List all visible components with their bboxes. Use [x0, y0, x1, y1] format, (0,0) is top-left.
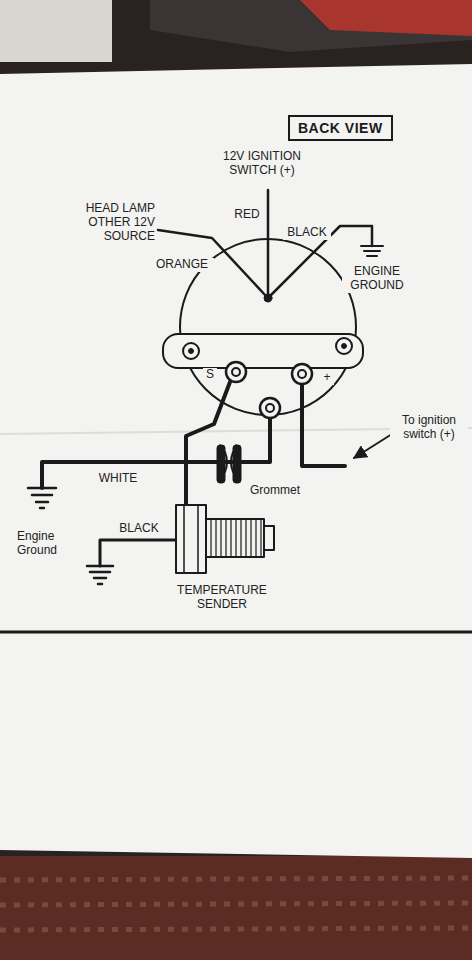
ground-terminal: [266, 404, 274, 412]
grommet: [233, 445, 241, 483]
wire-label: Grommet: [249, 484, 311, 498]
wire-label: RED: [230, 208, 264, 222]
ground-terminal: [260, 398, 280, 418]
thread-line: [235, 520, 236, 556]
sender-ground-wire: [100, 540, 176, 566]
bracket-hole: [189, 349, 194, 354]
thread-lines: [211, 520, 261, 556]
wire-label: +: [320, 371, 334, 385]
wire-label: 12V IGNITION SWITCH (+): [212, 150, 312, 178]
leader-arrow: [354, 434, 392, 458]
power-terminal: [298, 370, 306, 378]
wire-label: Engine Ground: [16, 530, 68, 558]
thread-line: [220, 520, 221, 556]
wire-label: ORANGE: [150, 258, 214, 272]
carpet-pattern: [0, 878, 472, 930]
grommet: [225, 452, 233, 472]
grommet: [217, 445, 225, 483]
title-box: BACK VIEW: [288, 115, 393, 141]
ground-symbol: [87, 566, 113, 584]
red-wire: [267, 190, 270, 296]
bracket-hole: [336, 338, 352, 354]
background-object: [300, 0, 472, 36]
wire-label: HEAD LAMP OTHER 12V SOURCE: [78, 202, 156, 243]
wire-label: WHITE: [92, 472, 144, 486]
ignition-wire: [302, 384, 345, 466]
paper-sheet: [0, 64, 472, 858]
wire-label: S: [203, 368, 217, 382]
sender-thread: [206, 519, 264, 557]
ground-symbol: [361, 246, 383, 256]
bracket-hole: [183, 343, 199, 359]
bracket-hole: [342, 344, 347, 349]
thread-line: [245, 520, 246, 556]
wire-label: BLACK: [114, 522, 164, 536]
sender-wire: [186, 382, 230, 505]
ground-symbol: [28, 488, 56, 508]
carpet: [0, 856, 472, 960]
wire-label: To ignition switch (+): [390, 414, 468, 442]
wiring: [28, 190, 392, 584]
wire-label: BLACK: [283, 226, 331, 240]
sender-tip: [264, 526, 274, 550]
white-wire: [42, 418, 270, 488]
thread-line: [225, 520, 226, 556]
background-object: [0, 0, 112, 62]
thread-line: [230, 520, 231, 556]
divider-line: [0, 631, 472, 634]
thread-line: [260, 520, 261, 556]
sender-terminal: [226, 362, 246, 382]
wire-label: TEMPERATURE SENDER: [160, 584, 284, 612]
sender-hex: [184, 505, 198, 573]
box-title: BACK VIEW: [298, 120, 383, 136]
wire-junction: [264, 294, 272, 302]
thread-line: [210, 520, 211, 556]
sender-terminal: [232, 368, 240, 376]
thread-line: [255, 520, 256, 556]
temperature-sender: [176, 505, 206, 573]
power-terminal: [292, 364, 312, 384]
thread-line: [240, 520, 241, 556]
background-object: [150, 0, 472, 52]
thread-line: [215, 520, 216, 556]
mounting-bracket: [163, 334, 363, 368]
wire-label: ENGINE GROUND: [342, 265, 412, 293]
thread-line: [250, 520, 251, 556]
